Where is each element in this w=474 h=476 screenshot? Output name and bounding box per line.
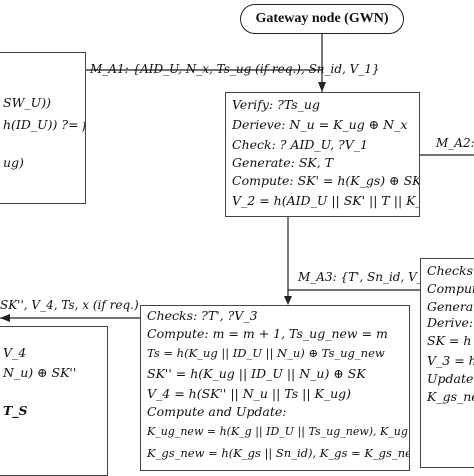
checks-line-5: V_4 = h(SK'' || N_u || Ts || K_ug)	[147, 386, 352, 401]
gateway-node-header: Gateway node (GWN)	[240, 4, 404, 34]
checks-line-3: Ts = h(K_ug || ID_U || N_u) ⊕ Ts_ug_new	[147, 346, 385, 360]
gwn-line-4: Generate: SK, T	[232, 155, 334, 170]
gwn-line-2: Derieve: N_u = K_ug ⊕ N_x	[232, 117, 408, 132]
sensor-line-1: Checks	[427, 263, 474, 278]
sensor-line-8: K_gs_new =	[427, 389, 474, 404]
sensor-line-5: SK = h	[427, 333, 472, 348]
checks-line-6: Compute and Update:	[147, 404, 287, 419]
sensor-line-4: Derive:	[427, 315, 474, 330]
checks-line-1: Checks: ?T', ?V_3	[147, 308, 258, 323]
sensor-line-3: Genera	[427, 299, 474, 314]
gwn-line-5: Compute: SK' = h(K_gs) ⊕ SK	[232, 173, 420, 188]
sensor-line-7: Update:	[427, 371, 474, 386]
message-ma4: SK'', V_4, Ts, x (if req.)	[0, 298, 139, 312]
user-verify-line-3: T_S	[3, 403, 28, 418]
user-side-box: SW_U)) h(ID_U)) ?= f*_U ug)	[0, 52, 86, 204]
user-line-1: SW_U))	[3, 95, 51, 110]
sensor-line-2: Comput	[427, 281, 474, 296]
user-verify-line-1: V_4	[3, 345, 27, 360]
gwn-checks-box: Checks: ?T', ?V_3 Compute: m = m + 1, Ts…	[140, 305, 410, 471]
gwn-line-1: Verify: ?Ts_ug	[232, 97, 320, 112]
user-line-2: h(ID_U)) ?= f*_U	[3, 117, 85, 132]
gwn-compute-box: Verify: ?Ts_ug Derieve: N_u = K_ug ⊕ N_x…	[225, 92, 420, 217]
message-ma3: M_A3: {T', Sn_id, V_3}	[298, 270, 439, 284]
checks-line-2: Compute: m = m + 1, Ts_ug_new = m	[147, 326, 388, 341]
gwn-line-6: V_2 = h(AID_U || SK' || T || K_gs)	[232, 193, 419, 208]
checks-line-8: K_gs_new = h(K_gs || Sn_id), K_gs = K_gs…	[147, 446, 410, 460]
checks-line-7: K_ug_new = h(K_g || ID_U || Ts_ug_new), …	[147, 425, 409, 438]
user-verify-line-2: N_u) ⊕ SK''	[3, 365, 77, 380]
sensor-side-box: Checks Comput Genera Derive: SK = h V_3 …	[420, 258, 474, 468]
checks-line-4: SK'' = h(K_ug || ID_U || N_u) ⊕ SK	[147, 366, 366, 381]
gwn-line-3: Check: ? AID_U, ?V_1	[232, 137, 368, 152]
message-ma1: M_A1: {AID_U, N_x, Ts_ug (if req.), Sn_i…	[90, 62, 380, 76]
message-ma2: M_A2: {	[436, 136, 474, 150]
user-verify-box: V_4 N_u) ⊕ SK'' T_S	[0, 326, 108, 476]
sensor-line-6: V_3 = h	[427, 353, 474, 368]
user-line-3: ug)	[3, 155, 24, 170]
